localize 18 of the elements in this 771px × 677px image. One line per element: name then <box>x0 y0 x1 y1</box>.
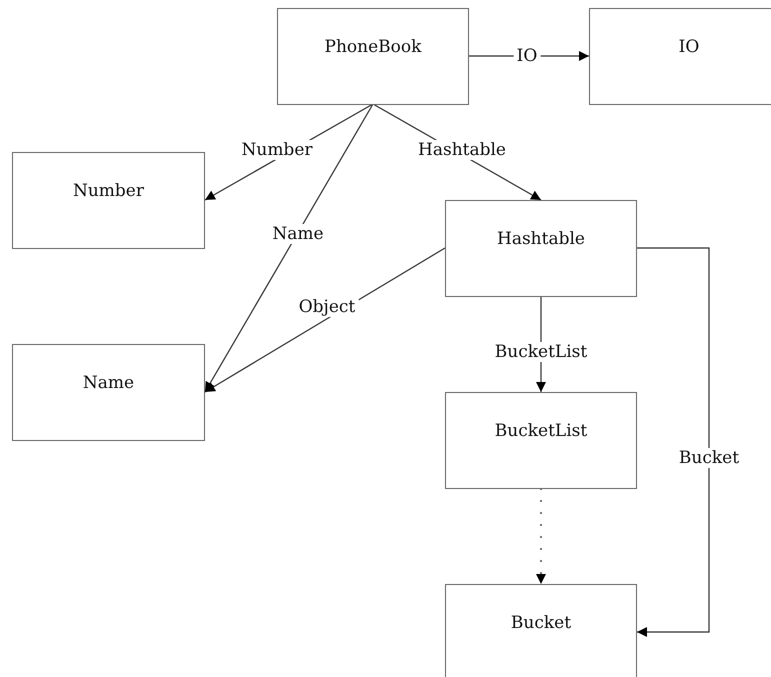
arrow <box>637 247 710 637</box>
class-name: Name <box>82 373 134 393</box>
class-name: IO <box>678 37 700 57</box>
class-box <box>277 8 469 105</box>
class-box <box>12 152 205 249</box>
class-box <box>445 392 637 489</box>
class-name: BucketList <box>494 421 588 441</box>
class-name: PhoneBook <box>324 37 422 57</box>
arrow <box>204 247 446 393</box>
class-box <box>445 200 637 297</box>
class-name: Hashtable <box>497 229 585 249</box>
arrow <box>204 104 374 392</box>
class-box <box>12 344 205 441</box>
arrow <box>536 488 546 584</box>
class-box <box>445 584 637 677</box>
class-name: Bucket <box>510 613 572 633</box>
class-name: Number <box>72 181 144 201</box>
class-box <box>589 8 771 105</box>
